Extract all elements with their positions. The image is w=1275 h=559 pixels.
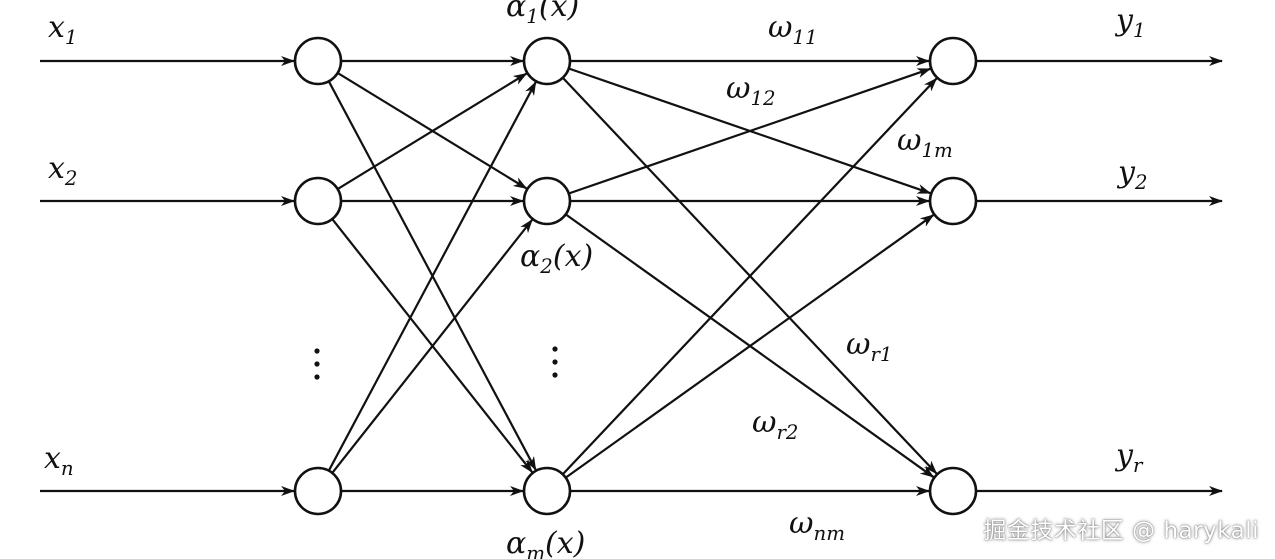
weight-label-w11: ω11: [768, 10, 818, 49]
weight-label-w1m: ω1m: [897, 123, 953, 162]
edge-input-2-hidden-1: [337, 72, 528, 190]
weight-label-wnm: ωnm: [789, 506, 845, 545]
weight-label-wr2: ωr2: [752, 405, 799, 444]
hidden-node-1: [522, 36, 572, 86]
ellipsis-dots-hidden: [552, 346, 558, 378]
output-node-2: [928, 176, 978, 226]
hidden-node-m: [522, 466, 572, 516]
hidden-label-alpham: αm(x): [506, 526, 585, 559]
edge-input-n-hidden-2: [331, 219, 533, 474]
edge-hidden-2-output-1: [568, 67, 932, 195]
output-node-1: [928, 36, 978, 86]
output-label-y1: y1: [1114, 3, 1146, 42]
input-node-1: [293, 36, 343, 86]
weight-label-wr1: ωr1: [846, 327, 893, 366]
hidden-label-alpha2: α2(x): [520, 239, 593, 278]
output-label-y2: y2: [1116, 155, 1148, 194]
output-label-yr: yr: [1114, 438, 1144, 477]
connections: [40, 56, 1223, 496]
hidden-node-2: [522, 176, 572, 226]
watermark-text: 掘金技术社区 @ harykali: [983, 518, 1259, 544]
edge-input-n-hidden-1: [327, 81, 537, 472]
output-node-r: [928, 466, 978, 516]
input-label-xn: xn: [44, 441, 74, 480]
input-node-2: [293, 176, 343, 226]
nodes: [293, 36, 978, 516]
input-label-x1: x1: [48, 10, 78, 49]
input-node-n: [293, 466, 343, 516]
edge-hidden-m-output-1: [561, 77, 938, 476]
edge-hidden-m-output-2: [565, 214, 935, 479]
input-label-x2: x2: [48, 151, 78, 190]
weight-label-w12: ω12: [726, 71, 776, 110]
ellipsis-dots-inputs: [314, 348, 320, 380]
hidden-label-alpha1: α1(x): [506, 0, 579, 28]
